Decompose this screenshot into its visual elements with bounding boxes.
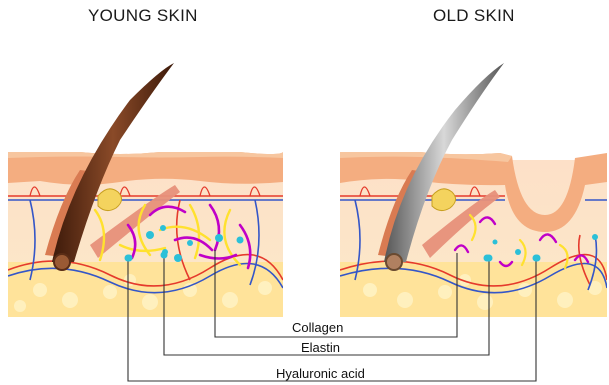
young-skin-section bbox=[8, 150, 283, 317]
young-hair-bulb bbox=[54, 254, 70, 270]
young-fat-layer bbox=[8, 262, 283, 317]
young-skin-title: YOUNG SKIN bbox=[88, 6, 198, 26]
collagen-label: Collagen bbox=[292, 320, 343, 335]
old-hair-bulb bbox=[386, 254, 402, 270]
elastin-label: Elastin bbox=[301, 340, 340, 355]
old-skin-section bbox=[340, 150, 607, 317]
old-skin-title: OLD SKIN bbox=[433, 6, 515, 26]
hyaluronic-acid-label: Hyaluronic acid bbox=[276, 366, 365, 381]
